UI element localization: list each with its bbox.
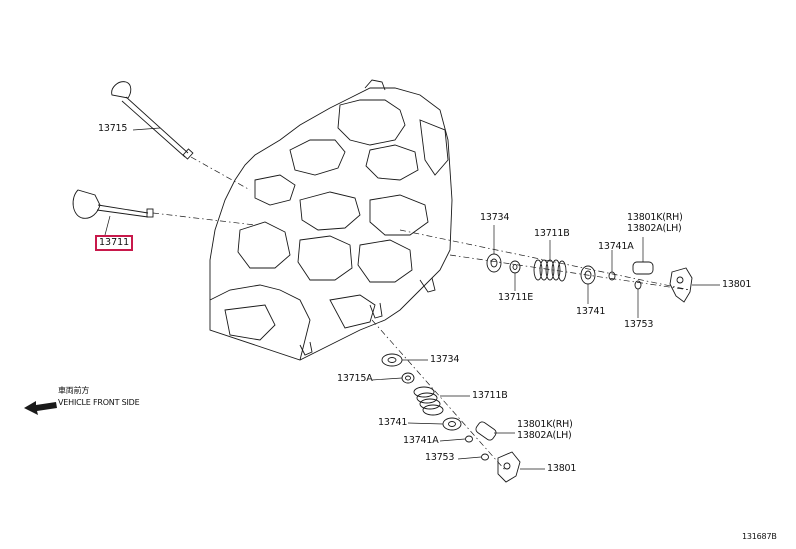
label-13741-lower[interactable]: 13741	[378, 417, 408, 428]
label-13801-upper[interactable]: 13801	[722, 279, 752, 290]
spring-lower	[413, 386, 444, 416]
cylinder-head	[209, 79, 453, 361]
label-13741A-upper[interactable]: 13741A	[598, 241, 634, 252]
label-13711B-upper[interactable]: 13711B	[534, 228, 570, 239]
label-13753-upper[interactable]: 13753	[624, 319, 654, 330]
label-13741A-lower[interactable]: 13741A	[403, 435, 439, 446]
upper-part-row	[399, 225, 720, 318]
label-13734-upper[interactable]: 13734	[480, 212, 510, 223]
label-13711E[interactable]: 13711E	[498, 292, 534, 303]
label-13801K-lower[interactable]: 13801K(RH)	[517, 419, 573, 430]
label-13801-lower[interactable]: 13801	[547, 463, 577, 474]
label-13715A[interactable]: 13715A	[337, 373, 373, 384]
vehicle-front-arrow	[24, 401, 57, 415]
label-13802A-lower[interactable]: 13802A(LH)	[517, 430, 572, 441]
label-13741-upper[interactable]: 13741	[576, 306, 606, 317]
vehicle-front-jp-text: 車両前方	[58, 386, 90, 395]
label-13802A-upper[interactable]: 13802A(LH)	[627, 223, 682, 234]
lower-part-column	[371, 319, 545, 483]
vehicle-front-en-text: VEHICLE FRONT SIDE	[58, 398, 140, 407]
label-13711B-lower[interactable]: 13711B	[472, 390, 508, 401]
valve-13711	[72, 189, 256, 236]
spring-upper	[533, 259, 567, 282]
label-13715[interactable]: 13715	[98, 123, 128, 134]
valve-13715	[111, 81, 251, 191]
label-13801K-upper[interactable]: 13801K(RH)	[627, 212, 683, 223]
label-13711-highlighted[interactable]: 13711	[95, 235, 134, 251]
figure-code: 131687B	[742, 532, 777, 541]
label-13734-lower[interactable]: 13734	[430, 354, 460, 365]
label-13753-lower[interactable]: 13753	[425, 452, 455, 463]
